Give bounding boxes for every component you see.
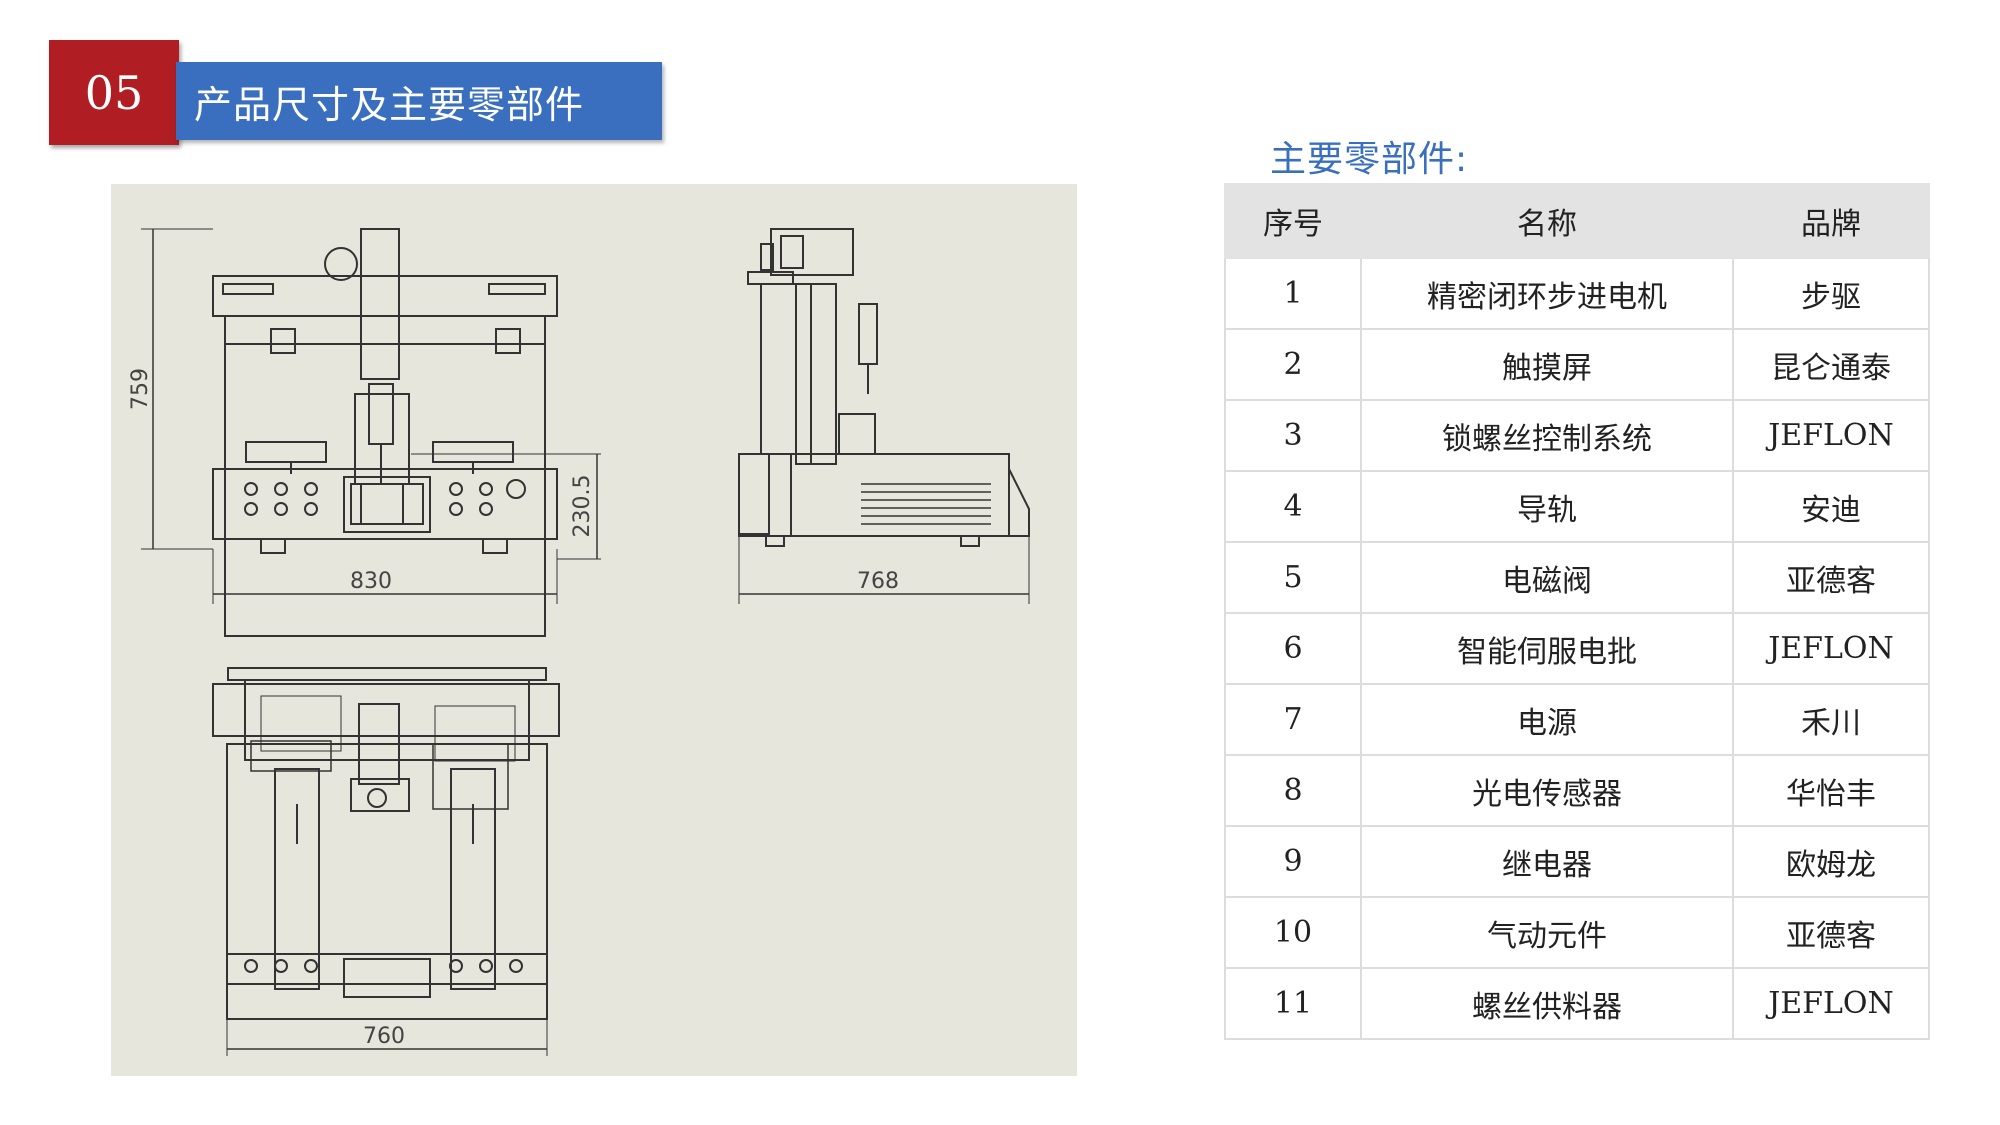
row-number: 11 bbox=[1224, 967, 1362, 1040]
section-title: 产品尺寸及主要零部件 bbox=[176, 62, 662, 140]
column-header-name: 名称 bbox=[1360, 183, 1734, 259]
row-brand: 华怡丰 bbox=[1732, 754, 1930, 827]
section-number-badge: 05 bbox=[49, 40, 179, 145]
side-view bbox=[738, 228, 1030, 604]
dim-label-top-width: 760 bbox=[363, 1024, 405, 1049]
table-row: 10 气动元件 亚德客 bbox=[1224, 896, 1930, 969]
technical-drawing-panel: 759 230.5 830 768 760 bbox=[111, 184, 1077, 1076]
table-row: 9 继电器 欧姆龙 bbox=[1224, 825, 1930, 898]
row-number: 3 bbox=[1224, 399, 1362, 472]
row-number: 10 bbox=[1224, 896, 1362, 969]
row-brand: JEFLON bbox=[1732, 612, 1930, 685]
row-brand: JEFLON bbox=[1732, 399, 1930, 472]
column-header-brand: 品牌 bbox=[1732, 183, 1930, 259]
table-row: 8 光电传感器 华怡丰 bbox=[1224, 754, 1930, 827]
column-header-number: 序号 bbox=[1224, 183, 1362, 259]
row-part-name: 精密闭环步进电机 bbox=[1360, 257, 1734, 330]
row-number: 6 bbox=[1224, 612, 1362, 685]
table-row: 3 锁螺丝控制系统 JEFLON bbox=[1224, 399, 1930, 472]
row-number: 7 bbox=[1224, 683, 1362, 756]
row-brand: 昆仑通泰 bbox=[1732, 328, 1930, 401]
row-part-name: 气动元件 bbox=[1360, 896, 1734, 969]
row-brand: 欧姆龙 bbox=[1732, 825, 1930, 898]
row-part-name: 继电器 bbox=[1360, 825, 1734, 898]
dim-label-side-width: 768 bbox=[857, 569, 899, 594]
row-number: 4 bbox=[1224, 470, 1362, 543]
table-row: 6 智能伺服电批 JEFLON bbox=[1224, 612, 1930, 685]
row-brand: 安迪 bbox=[1732, 470, 1930, 543]
table-row: 7 电源 禾川 bbox=[1224, 683, 1930, 756]
row-brand: 禾川 bbox=[1732, 683, 1930, 756]
table-header-row: 序号 名称 品牌 bbox=[1224, 183, 1930, 259]
row-part-name: 电源 bbox=[1360, 683, 1734, 756]
row-part-name: 智能伺服电批 bbox=[1360, 612, 1734, 685]
dim-label-front-height: 759 bbox=[128, 368, 153, 410]
row-brand: 亚德客 bbox=[1732, 896, 1930, 969]
dim-label-front-width: 830 bbox=[350, 569, 392, 594]
row-part-name: 触摸屏 bbox=[1360, 328, 1734, 401]
row-part-name: 光电传感器 bbox=[1360, 754, 1734, 827]
row-brand: 亚德客 bbox=[1732, 541, 1930, 614]
row-part-name: 导轨 bbox=[1360, 470, 1734, 543]
row-number: 9 bbox=[1224, 825, 1362, 898]
front-view bbox=[141, 228, 601, 637]
row-brand: JEFLON bbox=[1732, 967, 1930, 1040]
technical-drawing: 759 230.5 830 768 760 bbox=[128, 228, 1030, 1056]
row-number: 5 bbox=[1224, 541, 1362, 614]
row-number: 8 bbox=[1224, 754, 1362, 827]
row-part-name: 螺丝供料器 bbox=[1360, 967, 1734, 1040]
parts-table: 序号 名称 品牌 1 精密闭环步进电机 步驱 2 触摸屏 昆仑通泰 3 锁螺丝控… bbox=[1224, 183, 1930, 1040]
table-row: 2 触摸屏 昆仑通泰 bbox=[1224, 328, 1930, 401]
parts-section-title: 主要零部件: bbox=[1270, 139, 1469, 180]
row-part-name: 电磁阀 bbox=[1360, 541, 1734, 614]
table-row: 5 电磁阀 亚德客 bbox=[1224, 541, 1930, 614]
table-row: 4 导轨 安迪 bbox=[1224, 470, 1930, 543]
row-number: 1 bbox=[1224, 257, 1362, 330]
dim-label-front-inner-height: 230.5 bbox=[570, 475, 595, 538]
row-part-name: 锁螺丝控制系统 bbox=[1360, 399, 1734, 472]
row-brand: 步驱 bbox=[1732, 257, 1930, 330]
top-view bbox=[212, 667, 560, 1056]
table-row: 1 精密闭环步进电机 步驱 bbox=[1224, 257, 1930, 330]
row-number: 2 bbox=[1224, 328, 1362, 401]
table-row: 11 螺丝供料器 JEFLON bbox=[1224, 967, 1930, 1040]
